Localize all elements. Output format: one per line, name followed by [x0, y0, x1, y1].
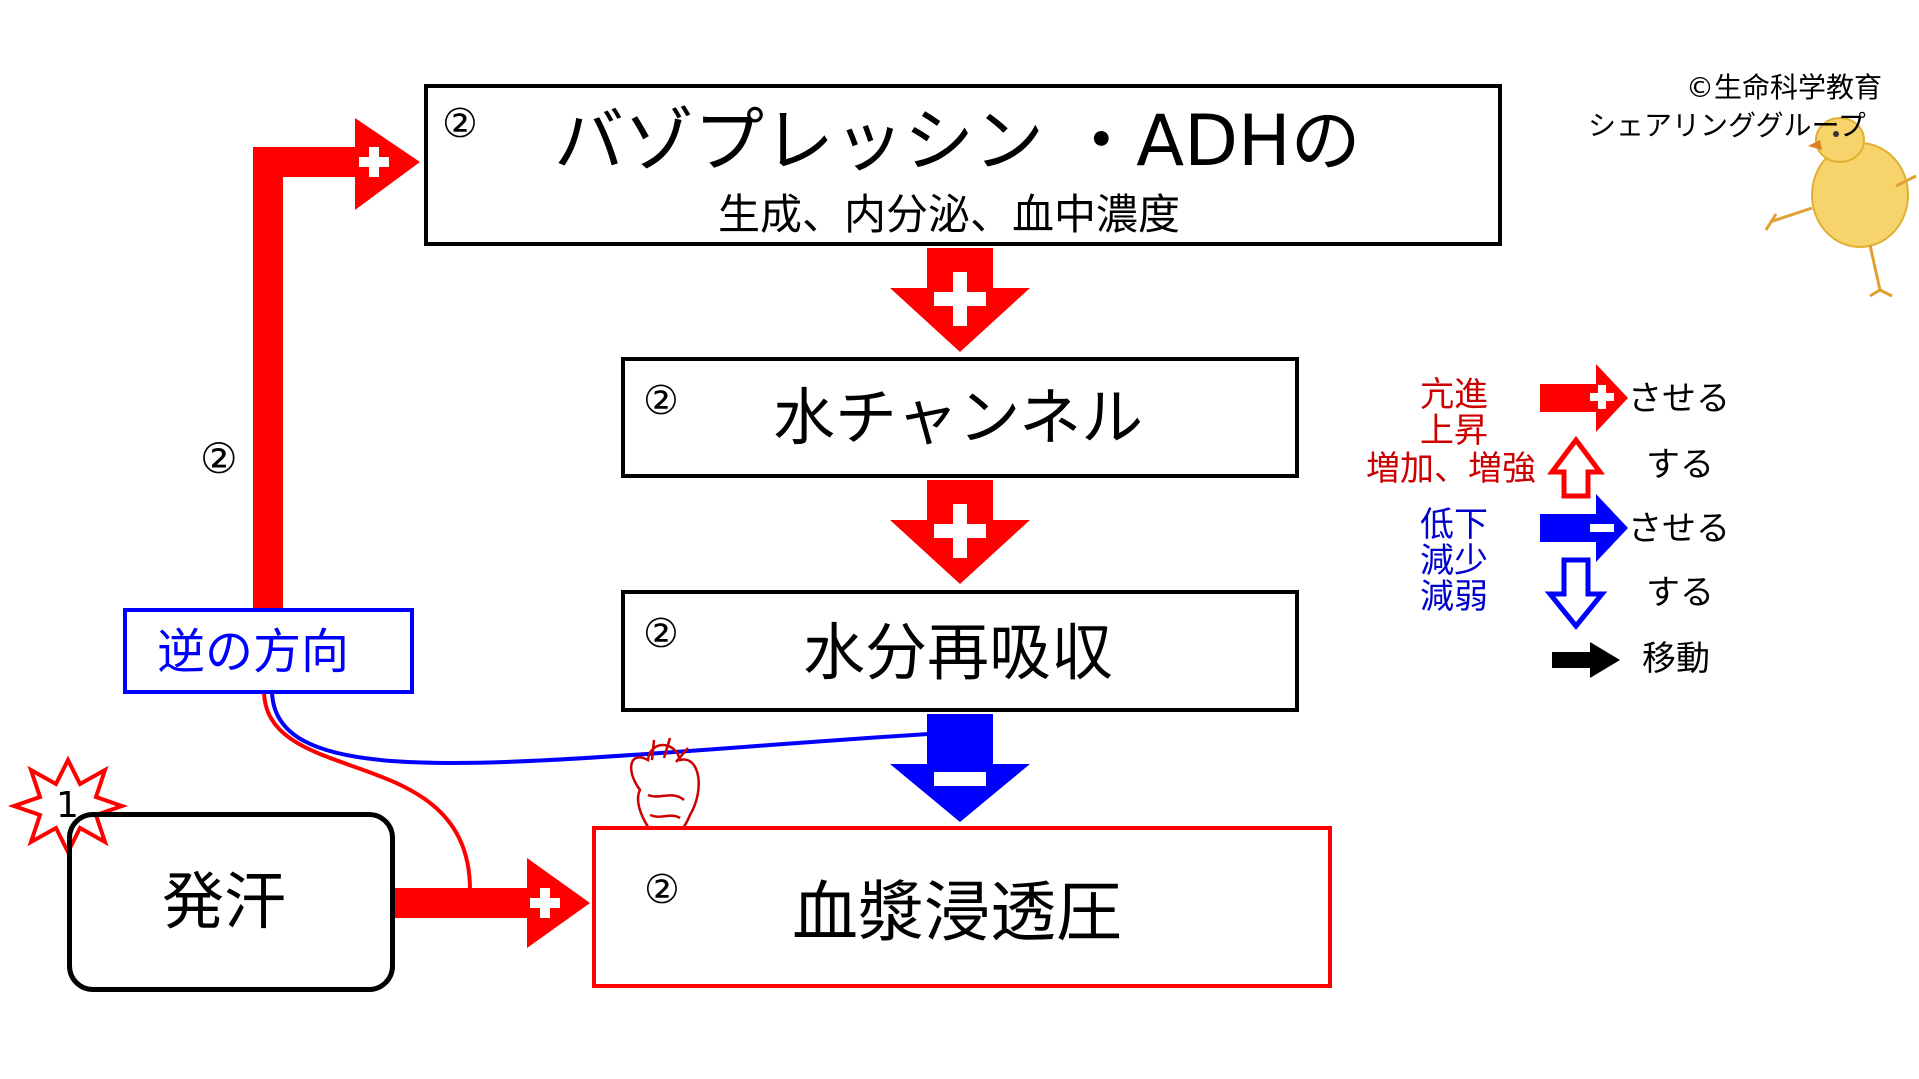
legend-increase-term: 亢進 — [1420, 375, 1488, 415]
legend-black-arrow — [1552, 642, 1620, 678]
plus-arrow-2 — [890, 480, 1030, 584]
legend-up-arrow-icon — [1547, 435, 1605, 499]
feedback-path-line — [253, 147, 370, 610]
step-number: ② — [643, 611, 679, 657]
legend-cause-label: させる — [1628, 509, 1730, 549]
step-number: ② — [442, 101, 478, 147]
legend-decrease-term: 減少 — [1420, 541, 1488, 581]
plasma-osmolality-title: 血漿浸透圧 — [792, 874, 1122, 951]
vasopressin-box: ② バゾプレッシン ・ADHの 生成、内分泌、血中濃度 — [424, 84, 1502, 246]
legend-cause-label: させる — [1628, 379, 1730, 419]
sweat-plus-arrow — [395, 858, 590, 948]
legend-blue-minus-arrow — [1540, 494, 1628, 562]
plus-arrow-1 — [890, 248, 1030, 352]
vasopressin-title: バゾプレッシン ・ADHの — [554, 100, 1361, 182]
sweating-box: 発汗 — [67, 812, 395, 992]
water-reabsorption-title: 水分再吸収 — [803, 616, 1114, 689]
plus-icon — [359, 147, 389, 177]
plasma-osmolality-box: ② 血漿浸透圧 — [592, 826, 1332, 988]
water-channel-title: 水チャンネル — [773, 381, 1144, 454]
legend-decrease-term: 減弱 — [1420, 577, 1488, 617]
red-thin-curve — [262, 689, 472, 891]
step-number: ② — [643, 378, 679, 424]
chick-illustration — [1764, 117, 1917, 298]
copyright-line-2: シェアリンググループ — [1588, 109, 1866, 142]
step-one-number: 1 — [56, 785, 79, 826]
reverse-direction-label: 逆の方向 — [157, 624, 350, 680]
legend-move-label: 移動 — [1642, 639, 1710, 679]
legend-red-plus-arrow — [1540, 364, 1628, 432]
legend-decrease-term: 低下 — [1420, 505, 1488, 545]
vasopressin-subtitle: 生成、内分泌、血中濃度 — [718, 190, 1181, 239]
legend-increase-term: 上昇 — [1420, 411, 1488, 451]
minus-arrow — [890, 714, 1030, 822]
blue-thin-curve — [270, 689, 929, 765]
reverse-direction-box: 逆の方向 — [123, 608, 414, 694]
copyright-line-1: ©生命科学教育 — [1686, 71, 1883, 104]
legend-increase-term: 増加、増強 — [1366, 449, 1536, 489]
legend-down-arrow-icon — [1544, 557, 1608, 630]
legend-do-label: する — [1646, 445, 1714, 485]
legend-do-label: する — [1646, 573, 1714, 613]
water-channel-box: ② 水チャンネル — [621, 357, 1299, 478]
sweating-title: 発汗 — [162, 865, 287, 938]
water-reabsorption-box: ② 水分再吸収 — [621, 590, 1299, 712]
feedback-step-number: ② — [200, 434, 238, 483]
step-number: ② — [644, 867, 680, 913]
